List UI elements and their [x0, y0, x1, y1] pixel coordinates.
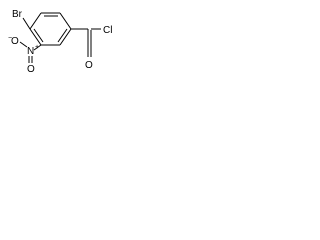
ring-double-bond — [33, 28, 44, 43]
ring-double-bond — [57, 28, 68, 43]
ring-bond — [59, 12, 72, 30]
molecule-canvas: Br O − N + O O Cl — [0, 0, 122, 73]
nitro-positive-charge: + — [35, 44, 39, 51]
structure-diagram: Br O − N + O O Cl — [8, 9, 112, 73]
bromine-bond — [22, 17, 31, 30]
benzene-ring — [29, 12, 72, 46]
ring-bond — [29, 28, 42, 46]
ring-bond — [29, 12, 42, 30]
chlorine-label: Cl — [103, 25, 112, 36]
nitro-nitrogen-label: N — [27, 46, 34, 57]
carbonyl-oxygen-label: O — [85, 60, 93, 71]
nitro-o-n-bond — [19, 41, 28, 48]
nitro-bond — [33, 44, 42, 51]
ring-bond — [59, 28, 72, 46]
nitro-oxygen-label: O — [11, 36, 19, 47]
bromine-label: Br — [12, 9, 23, 20]
nitro-second-oxygen-label: O — [27, 64, 35, 73]
nitro-negative-charge: − — [8, 35, 12, 42]
